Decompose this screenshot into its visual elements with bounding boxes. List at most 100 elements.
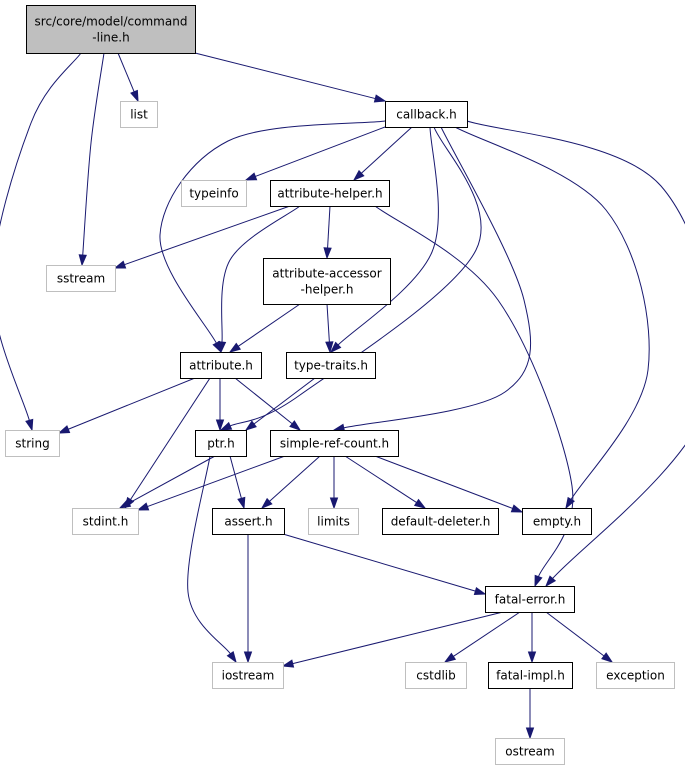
- node-limits[interactable]: limits: [308, 508, 359, 535]
- node-label: -line.h: [92, 31, 129, 45]
- node-box: [495, 738, 565, 765]
- edge-ptr-to-stdint: [118, 455, 216, 509]
- arrowhead: [443, 652, 457, 663]
- node-label: assert.h: [224, 515, 272, 529]
- node-cstdlib[interactable]: cstdlib: [405, 662, 467, 689]
- node-typeinfo[interactable]: typeinfo: [181, 180, 247, 207]
- node-box: [596, 662, 675, 689]
- node-type-traits[interactable]: type-traits.h: [286, 352, 376, 379]
- node-attribute-accessor-helper[interactable]: attribute-accessor-helper.h: [263, 258, 391, 305]
- node-callback[interactable]: callback.h: [385, 101, 468, 128]
- node-exception[interactable]: exception: [596, 662, 675, 689]
- arrowhead: [325, 341, 334, 354]
- node-label: -helper.h: [301, 283, 354, 297]
- arrowhead: [260, 497, 273, 510]
- node-string[interactable]: string: [5, 430, 60, 457]
- node-label: default-deleter.h: [391, 515, 491, 529]
- node-box: [286, 352, 376, 379]
- edge-line: [68, 377, 196, 430]
- arrowhead: [118, 499, 132, 509]
- node-attribute-helper[interactable]: attribute-helper.h: [270, 180, 390, 207]
- edge-attribute-to-ptr: [215, 378, 225, 432]
- edge-ptr-to-assert: [229, 455, 246, 510]
- edge-fatal-error-to-cstdlib: [443, 611, 521, 663]
- node-box: [382, 508, 499, 535]
- node-ostream[interactable]: ostream: [495, 738, 565, 765]
- edge-command-line-to-string: [0, 52, 82, 432]
- arrowhead: [565, 496, 575, 510]
- node-box: [270, 430, 399, 457]
- edge-line: [326, 303, 330, 343]
- node-empty[interactable]: empty.h: [522, 508, 592, 535]
- node-label: callback.h: [396, 108, 457, 122]
- node-label: iostream: [222, 669, 275, 683]
- edge-callback-to-attribute: [159, 120, 386, 354]
- edge-attribute-to-simple-ref-count: [234, 377, 302, 431]
- node-label: exception: [606, 669, 665, 683]
- node-label: typeinfo: [189, 187, 238, 201]
- node-label: ptr.h: [207, 437, 235, 451]
- edge-line: [466, 120, 685, 579]
- node-attribute[interactable]: attribute.h: [180, 352, 262, 379]
- arrowhead: [534, 574, 543, 588]
- arrowhead: [525, 727, 535, 740]
- edge-simple-ref-count-to-default-deleter: [344, 455, 427, 509]
- node-simple-ref-count[interactable]: simple-ref-count.h: [270, 430, 399, 457]
- edge-callback-to-empty: [454, 126, 650, 510]
- node-box: [26, 5, 196, 54]
- node-sstream[interactable]: sstream: [46, 265, 116, 292]
- node-box: [212, 508, 285, 535]
- edge-callback-to-ptr: [219, 126, 482, 431]
- edge-simple-ref-count-to-empty: [374, 455, 524, 513]
- node-ptr[interactable]: ptr.h: [195, 430, 247, 457]
- node-label: fatal-impl.h: [496, 669, 565, 683]
- node-stdint[interactable]: stdint.h: [72, 508, 139, 535]
- arrowhead: [510, 504, 524, 513]
- node-assert[interactable]: assert.h: [212, 508, 285, 535]
- edge-line: [327, 205, 331, 249]
- edge-line: [545, 611, 605, 657]
- edge-line: [229, 455, 242, 499]
- edge-callback-to-attribute-helper: [352, 126, 413, 182]
- edge-line: [229, 126, 482, 427]
- node-list[interactable]: list: [120, 101, 158, 128]
- node-box: [5, 430, 60, 457]
- node-box: [405, 662, 467, 689]
- node-label: limits: [317, 515, 350, 529]
- edge-callback-to-typeinfo: [244, 126, 386, 181]
- arrowhead: [323, 247, 332, 260]
- node-label: list: [130, 108, 148, 122]
- arrowhead: [136, 502, 150, 511]
- arrowhead: [215, 419, 225, 432]
- arrowhead: [78, 254, 87, 267]
- node-fatal-impl[interactable]: fatal-impl.h: [488, 662, 573, 689]
- edge-line: [159, 120, 386, 344]
- node-command-line[interactable]: src/core/model/command-line.h: [26, 5, 196, 54]
- edge-line: [269, 455, 321, 502]
- edge-line: [337, 126, 439, 346]
- node-box: [46, 265, 116, 292]
- node-box: [181, 180, 247, 207]
- node-iostream[interactable]: iostream: [212, 662, 284, 689]
- arrowhead: [130, 89, 139, 103]
- node-fatal-error[interactable]: fatal-error.h: [485, 586, 575, 613]
- edge-command-line-to-callback: [194, 52, 387, 103]
- node-label: cstdlib: [416, 669, 455, 683]
- node-label: type-traits.h: [294, 359, 368, 373]
- node-box: [120, 101, 158, 128]
- node-label: attribute-helper.h: [277, 187, 382, 201]
- node-label: string: [15, 437, 49, 451]
- arrowhead: [244, 172, 258, 181]
- edge-line: [221, 205, 301, 343]
- edge-attribute-helper-to-attribute: [217, 205, 301, 354]
- node-default-deleter[interactable]: default-deleter.h: [382, 508, 499, 535]
- edge-fatal-error-to-iostream: [281, 611, 504, 668]
- edge-line: [344, 455, 417, 503]
- edge-line: [130, 377, 211, 500]
- edge-attribute-to-string: [57, 377, 196, 434]
- arrowhead: [226, 650, 237, 664]
- edge-line: [82, 52, 105, 256]
- arrowhead: [373, 94, 387, 103]
- node-label: stdint.h: [83, 515, 129, 529]
